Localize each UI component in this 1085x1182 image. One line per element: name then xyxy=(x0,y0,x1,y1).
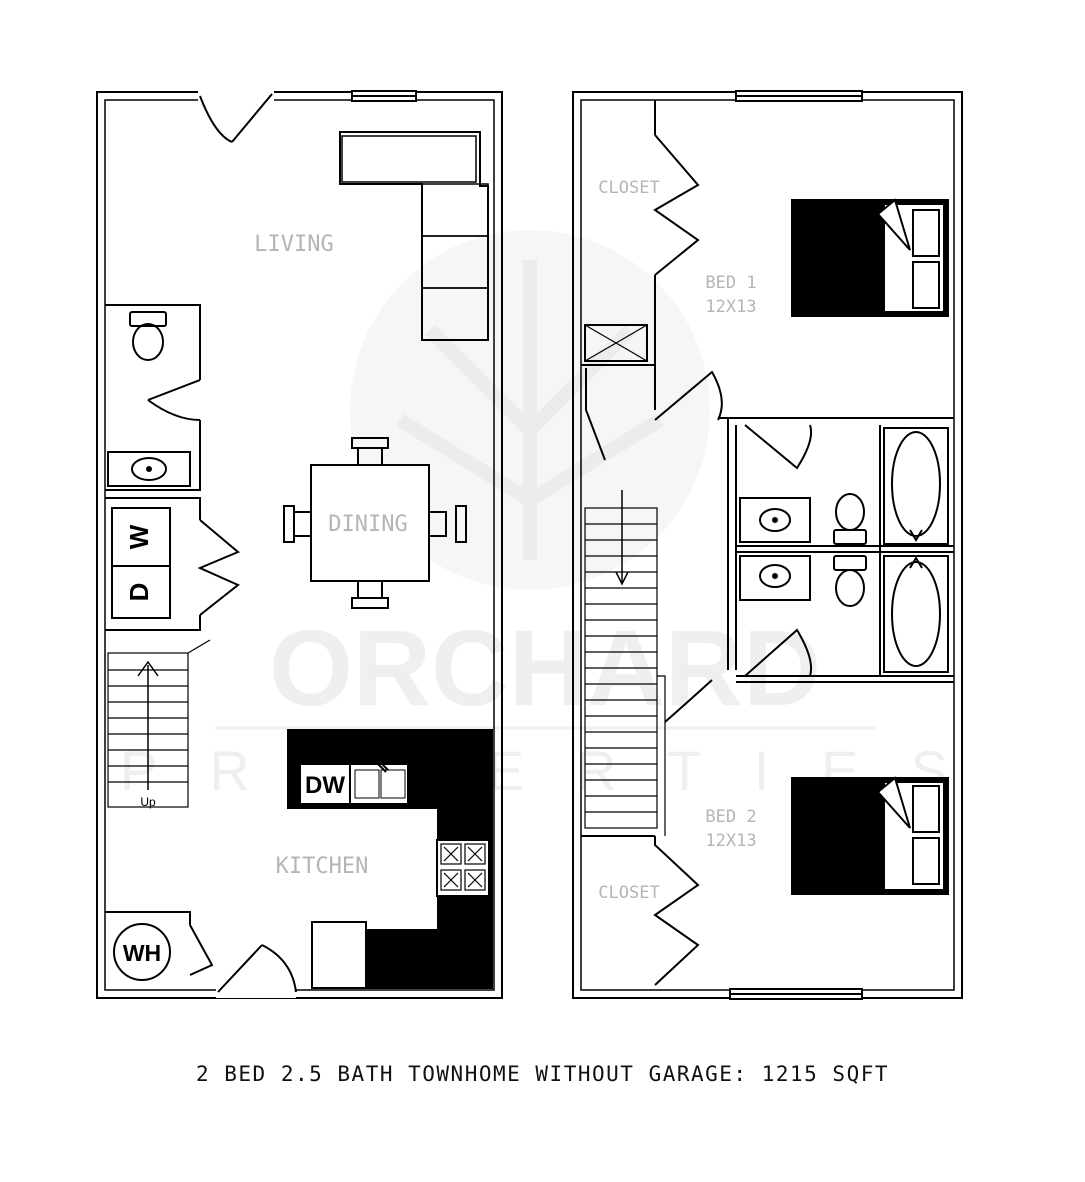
bathtub-icon xyxy=(883,427,949,545)
bed-icon xyxy=(791,776,949,895)
door-swing-icon xyxy=(216,944,297,998)
closet-lower-label: CLOSET xyxy=(598,883,659,903)
water-heater-closet xyxy=(105,911,214,981)
stairs-second-floor xyxy=(584,507,666,836)
dishwasher-label: DW xyxy=(305,772,345,799)
first-floor-outer-wall xyxy=(96,91,503,999)
bed1-size-label: 12X13 xyxy=(705,297,756,317)
bed2-size-label: 12X13 xyxy=(705,831,756,851)
stair-up-label: Up xyxy=(140,795,156,809)
sink-icon xyxy=(739,555,811,601)
bathtub-icon xyxy=(883,555,949,673)
toilet-icon xyxy=(833,555,867,607)
bed-icon xyxy=(791,198,949,317)
door-swing-icon xyxy=(198,88,274,143)
orchard-logo-icon xyxy=(350,230,710,590)
toilet-icon xyxy=(833,493,867,545)
dining-table-icon xyxy=(283,437,467,609)
living-label: LIVING xyxy=(254,232,333,257)
bathrooms xyxy=(727,418,954,683)
sofa-icon xyxy=(339,131,489,341)
door-swing-icon xyxy=(585,365,723,461)
stove-icon xyxy=(436,839,490,897)
refrigerator xyxy=(311,921,367,989)
stair-arrow-icon xyxy=(615,490,629,586)
dryer-label: D xyxy=(124,583,154,602)
door-swing-icon xyxy=(147,379,201,421)
door-swing-icon xyxy=(664,679,713,723)
second-floor xyxy=(572,90,963,1000)
first-floor xyxy=(96,88,503,999)
laundry xyxy=(105,497,240,631)
watermark: ORCHARD PROPERTIES xyxy=(120,230,948,802)
water-heater-label: WH xyxy=(123,940,161,966)
closet-upper-label: CLOSET xyxy=(598,178,659,198)
kitchen-label: KITCHEN xyxy=(276,854,369,879)
floor-plan: ORCHARD PROPERTIES xyxy=(96,88,963,1000)
half-bath xyxy=(105,304,201,491)
bed2-label: BED 2 xyxy=(705,807,756,827)
kitchen-counters xyxy=(287,729,493,989)
sink-icon xyxy=(107,451,191,487)
washer-label: W xyxy=(124,524,154,549)
closet-lower xyxy=(581,835,700,986)
watermark-brand: ORCHARD xyxy=(269,607,821,728)
plan-caption: 2 BED 2.5 BATH TOWNHOME WITHOUT GARAGE: … xyxy=(195,1062,889,1086)
stair-arrow-icon xyxy=(137,660,159,790)
toilet-icon xyxy=(129,311,167,361)
sink-icon xyxy=(739,497,811,543)
bed1-label: BED 1 xyxy=(705,273,756,293)
door-swing-icon xyxy=(744,424,813,677)
dining-label: DINING xyxy=(328,512,407,537)
attic-hatch xyxy=(584,324,648,362)
